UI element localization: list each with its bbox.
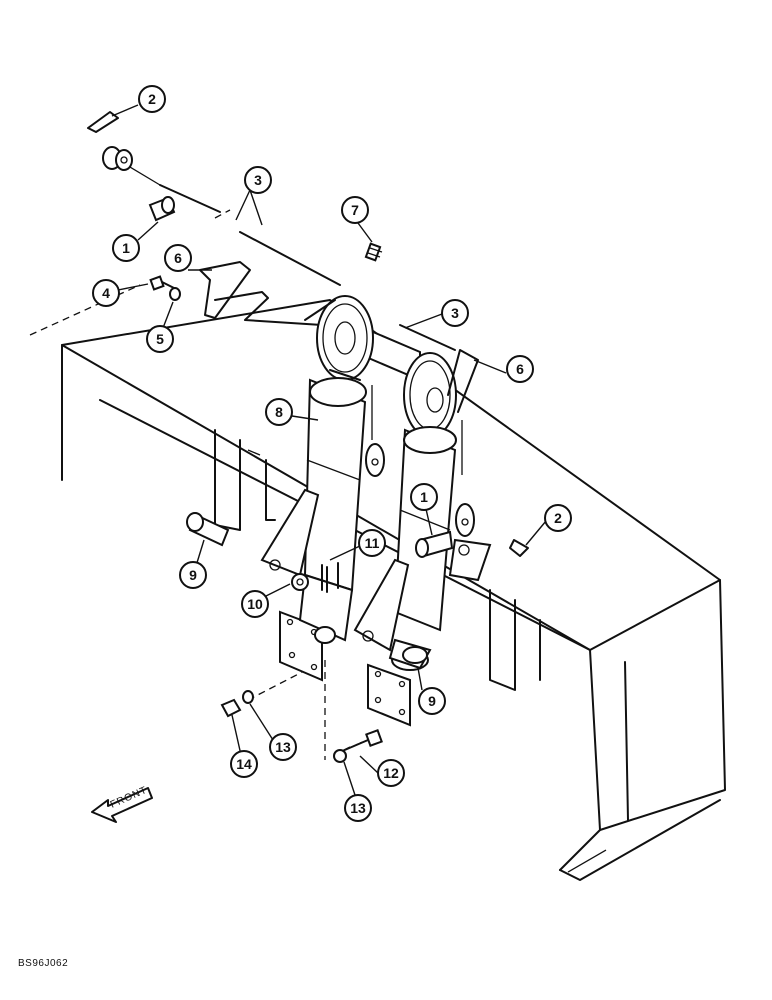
- svg-text:4: 4: [102, 285, 110, 301]
- bolt-and-washer: [149, 275, 181, 301]
- left-sheave-assembly: [260, 295, 385, 682]
- svg-text:1: 1: [420, 489, 428, 505]
- mount-line-bottom: [247, 667, 311, 701]
- callout-10: 10: [241, 590, 269, 618]
- svg-text:11: 11: [365, 535, 380, 551]
- right-sheave-assembly: [353, 349, 492, 727]
- svg-text:6: 6: [174, 250, 182, 266]
- svg-text:9: 9: [428, 693, 436, 709]
- front-direction-arrow: FRONT: [91, 785, 153, 823]
- drawing-code: BS96J062: [18, 958, 69, 969]
- svg-text:3: 3: [451, 305, 459, 321]
- pivot-pin-right: [388, 638, 432, 670]
- callout-2-right: 2: [544, 504, 572, 532]
- callout-8: 8: [265, 398, 293, 426]
- clevis-pin-top: [148, 196, 176, 222]
- nut-and-washer: [220, 690, 254, 718]
- svg-text:14: 14: [236, 756, 252, 772]
- cable: [102, 146, 456, 351]
- svg-text:2: 2: [554, 510, 562, 526]
- svg-text:FRONT: FRONT: [109, 785, 150, 811]
- cotter-pin-top: [87, 111, 119, 133]
- pivot-pin-left: [186, 512, 230, 547]
- leader-lines: [111, 104, 547, 799]
- bracket-arm: [214, 291, 323, 326]
- callout-5: 5: [146, 325, 174, 353]
- svg-text:3: 3: [254, 172, 262, 188]
- mounting-bolt: [333, 729, 383, 763]
- callout-14: 14: [230, 750, 258, 778]
- svg-text:13: 13: [275, 739, 291, 755]
- callout-11: 11: [358, 529, 386, 557]
- svg-text:9: 9: [189, 567, 197, 583]
- svg-text:12: 12: [383, 765, 399, 781]
- callout-1-top: 1: [112, 234, 140, 262]
- cotter-pins: [321, 564, 328, 593]
- svg-text:7: 7: [351, 202, 359, 218]
- callout-4: 4: [92, 279, 120, 307]
- cable-break-line: [214, 209, 231, 219]
- grease-fitting: [364, 242, 383, 262]
- mount-line-left: [29, 284, 141, 336]
- callout-12: 12: [377, 759, 405, 787]
- svg-text:13: 13: [350, 800, 366, 816]
- cotter-pin-right: [509, 539, 529, 557]
- callout-7: 7: [341, 196, 369, 224]
- callout-9-left: 9: [179, 561, 207, 589]
- callout-13-bottom: 13: [344, 794, 372, 822]
- callout-3-right: 3: [441, 299, 469, 327]
- svg-text:2: 2: [148, 91, 156, 107]
- svg-text:5: 5: [156, 331, 164, 347]
- washer: [291, 573, 309, 591]
- clevis-pin-right: [415, 530, 454, 558]
- svg-text:1: 1: [122, 240, 130, 256]
- callout-9-right: 9: [418, 687, 446, 715]
- cable-guide-bracket: [199, 261, 251, 319]
- callout-13-left: 13: [269, 733, 297, 761]
- callout-6-right: 6: [506, 355, 534, 383]
- callout-2-top: 2: [138, 85, 166, 113]
- svg-text:10: 10: [247, 596, 263, 612]
- callout-1-right: 1: [410, 483, 438, 511]
- callout-6-left: 6: [164, 244, 192, 272]
- callout-3-top: 3: [244, 166, 272, 194]
- svg-text:8: 8: [275, 404, 283, 420]
- svg-text:6: 6: [516, 361, 524, 377]
